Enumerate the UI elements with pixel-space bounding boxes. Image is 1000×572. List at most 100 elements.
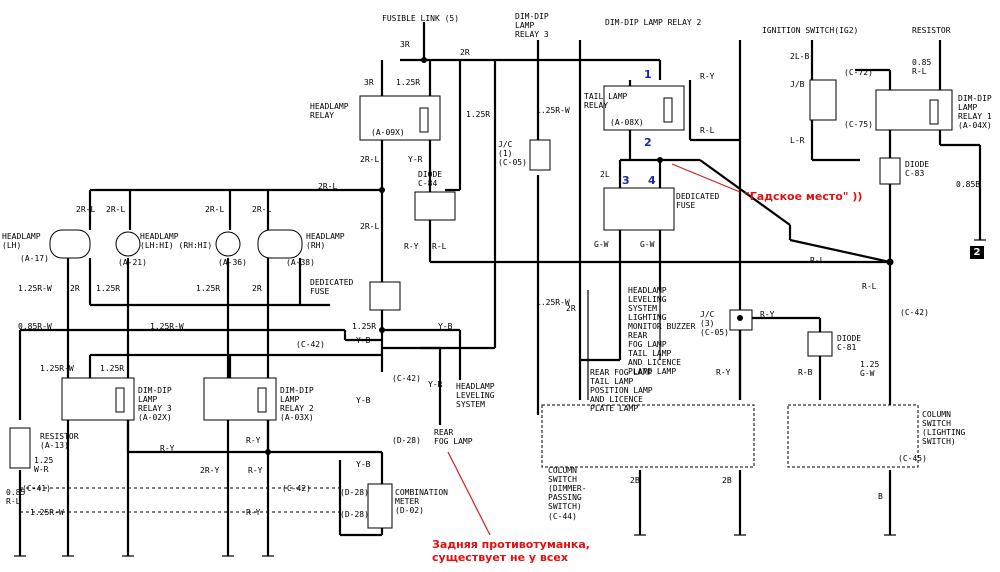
column-switch-lighting	[787, 404, 919, 468]
diode-c83	[879, 157, 901, 185]
conn-a17: (A-17)	[20, 254, 49, 263]
dim-dip-relay-1	[875, 89, 953, 131]
wire-ry-f: R-Y	[700, 72, 715, 81]
conn-c72: (C-72)	[844, 68, 873, 77]
marker-3: 3	[622, 174, 630, 187]
column-switch-lighting-label: COLUMN SWITCH (LIGHTING SWITCH)	[922, 410, 966, 446]
wire-3r: 3R	[364, 78, 374, 87]
wire-2b-b: 2B	[722, 476, 732, 485]
wire-3r-top: 3R	[400, 40, 410, 49]
marker-1: 1	[644, 68, 652, 81]
wire-125wr: 1.25 W-R	[34, 456, 54, 474]
wire-125r-f: 1.25R	[100, 364, 125, 373]
wire-rl-b: R-L	[700, 126, 715, 135]
dim-dip-relay-2-label: DIM-DIP LAMP RELAY 2 (A-03X)	[280, 386, 314, 422]
wire-125rw-d: 1.25R-W	[30, 508, 64, 517]
wire-125r: 1.25R	[396, 78, 421, 87]
jc3-label: J/C (3) (C-05)	[700, 310, 729, 337]
dim-dip-relay-1-label: DIM-DIP LAMP RELAY 1 (A-04X)	[958, 94, 992, 130]
wire-125r-d: 1.25R	[196, 284, 221, 293]
wire-125gw: 1.25 G-W	[860, 360, 880, 378]
wire-2r-top: 2R	[460, 48, 470, 57]
wire-ry-g: R-Y	[760, 310, 775, 319]
conn-a38: (A-38)	[286, 258, 315, 267]
wire-2rl-b: 2R-L	[318, 182, 338, 191]
wire-2l: 2L	[600, 170, 610, 179]
headlamp-lh-hi	[115, 231, 141, 257]
dedicated-fuse-1-label: DEDICATED FUSE	[310, 278, 354, 296]
conn-c42-b: (C-42)	[392, 374, 421, 383]
wire-ry-h: R-Y	[716, 368, 731, 377]
wire-125rw-c: 1.25R-W	[40, 364, 74, 373]
diode-c84-label: DIODE C-84	[418, 170, 443, 188]
wire-yb-d: Y-B	[356, 460, 371, 469]
headlamp-rh-hi	[215, 231, 241, 257]
wire-yb-b: Y-B	[438, 322, 453, 331]
wire-085b: 0.85B	[956, 180, 981, 189]
jc1-connector	[529, 139, 551, 171]
fusible-link-label: FUSIBLE LINK (5)	[382, 14, 460, 23]
headlamp-relay-id: (A-09X)	[371, 128, 405, 137]
dedicated-fuse-2-label: DEDICATED FUSE	[676, 192, 720, 210]
ground-badge: 2	[970, 246, 984, 259]
dim-dip-relay-3-top-label: DIM-DIP LAMP RELAY 3	[515, 12, 549, 39]
wire-2r-c: 2R	[566, 304, 576, 313]
wire-2r-b: 2R	[252, 284, 262, 293]
conn-a21: (A-21)	[118, 258, 147, 267]
wire-gw-a: G-W	[594, 240, 609, 249]
wire-yb-a: Y-B	[356, 336, 371, 345]
headlamp-leveling-label: HEADLAMP LEVELING SYSTEM	[456, 382, 495, 409]
wire-125r-b: 1.25R	[466, 110, 491, 119]
diode-c81-label: DIODE C-81	[837, 334, 862, 352]
ignition-switch-label: IGNITION SWITCH(IG2)	[762, 26, 859, 35]
conn-d28-c: (D-28)	[340, 510, 369, 519]
diode-c84	[414, 191, 456, 221]
conn-a36: (A-36)	[218, 258, 247, 267]
conn-c41: (C-41)	[22, 484, 51, 493]
wire-rb: R-B	[798, 368, 813, 377]
wire-125r-e: 1.25R	[352, 322, 377, 331]
wire-ry-b: R-Y	[246, 436, 261, 445]
marker-4: 4	[648, 174, 656, 187]
dim-dip-relay-3-label: DIM-DIP LAMP RELAY 3 (A-02X)	[138, 386, 172, 422]
dedicated-fuse-1	[369, 281, 401, 311]
diode-c81	[807, 331, 833, 357]
wire-2rl-f: 2R-L	[205, 205, 225, 214]
wire-b: B	[878, 492, 883, 501]
wire-2rl-a: 2R-L	[360, 155, 380, 164]
wire-ry-d: R-Y	[248, 466, 263, 475]
wire-125rw-e: 1.25R-W	[536, 106, 570, 115]
headlamp-leveling-list: HEADLAMP LEVELING SYSTEM LIGHTING MONITO…	[628, 286, 696, 376]
diode-c83-label: DIODE C-83	[905, 160, 930, 178]
combination-meter-label: COMBINATION METER (D-02)	[395, 488, 448, 515]
resistor-a13	[9, 427, 31, 469]
wire-ry-c: R-Y	[160, 444, 175, 453]
headlamp-rh-label: HEADLAMP (RH)	[306, 232, 345, 250]
annotation-bad-spot: "Гадское место" ))	[744, 190, 863, 203]
wire-rl-d: R-L	[810, 256, 825, 265]
wire-rl-c: R-L	[862, 282, 877, 291]
wire-lr: L-R	[790, 136, 805, 145]
wire-125r-c: 1.25R	[96, 284, 121, 293]
wire-gw-b: G-W	[640, 240, 655, 249]
jb-label: J/B	[790, 80, 805, 89]
conn-d28-b: (D-28)	[340, 488, 369, 497]
wire-2r-a: 2R	[70, 284, 80, 293]
wire-yr: Y-R	[408, 155, 423, 164]
wire-2ry: 2R-Y	[200, 466, 220, 475]
wire-125rw-b: 1.25R-W	[150, 322, 184, 331]
dim-dip-relay-2-top-label: DIM-DIP LAMP RELAY 2	[605, 18, 702, 27]
conn-c75: (C-75)	[844, 120, 873, 129]
wire-2lb: 2L-B	[790, 52, 810, 61]
headlamp-rh	[257, 229, 303, 259]
wire-085rl: 0.85 R-L	[6, 488, 26, 506]
marker-2: 2	[644, 136, 652, 149]
conn-c42-a: (C-42)	[296, 340, 325, 349]
conn-c45: (C-45)	[898, 454, 927, 463]
wire-2b-a: 2B	[630, 476, 640, 485]
wire-2rl-d: 2R-L	[76, 205, 96, 214]
rear-fog-lamp-label: REAR FOG LAMP	[434, 428, 473, 446]
column-switch-dimmer-label: COLUMN SWITCH (DIMMER- PASSING SWITCH)	[548, 466, 587, 511]
jc1-label: J/C (1) (C-05)	[498, 140, 527, 167]
